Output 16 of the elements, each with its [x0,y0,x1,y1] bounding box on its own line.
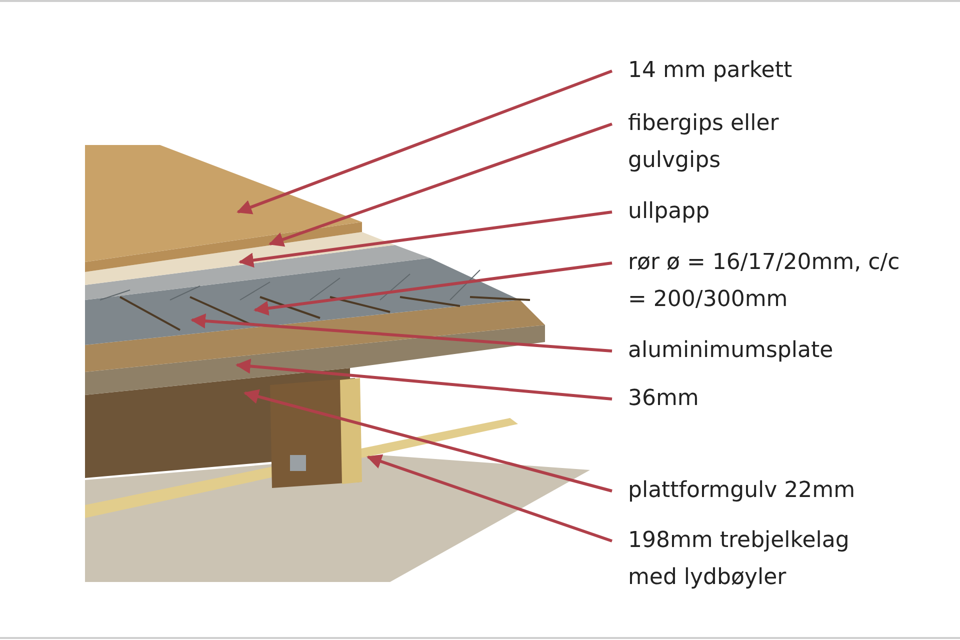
leader-line [238,210,612,268]
leader-line [236,70,613,214]
layer-label: aluminimumsplate [628,332,948,369]
layer-label: fibergips eller gulvgips [628,105,828,179]
layer-label: 198mm trebjelkelag med lydbøyler [628,522,878,596]
layer-label: ullpapp [628,193,948,230]
leader-line [190,314,612,352]
layer-label: plattformgulv 22mm [628,472,948,509]
layer-label: 36mm [628,380,948,417]
layer-label: rør ø = 16/17/20mm, c/c = 200/300mm [628,244,918,318]
leader-line [268,122,612,247]
leader-line [254,262,612,316]
leader-line [236,358,612,400]
leader-line [366,454,612,542]
layer-label: 14 mm parkett [628,52,948,89]
leader-line [244,389,612,492]
